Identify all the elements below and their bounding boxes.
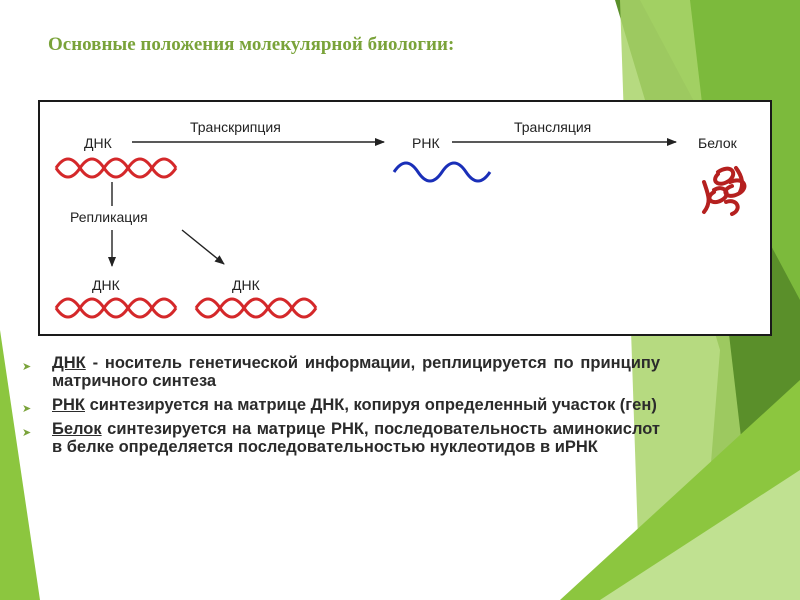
dna-helix-top — [54, 157, 178, 179]
central-dogma-diagram: ДНК Транскрипция РНК Трансляция Белок Ре… — [38, 100, 772, 336]
bullet-arrow-icon: ➤ — [22, 427, 32, 439]
bullet-term: ДНК — [52, 354, 86, 372]
bg-shape-left — [0, 330, 40, 600]
dna-top-label: ДНК — [84, 135, 113, 151]
bullet-arrow-icon: ➤ — [22, 403, 32, 415]
rna-label: РНК — [412, 135, 440, 151]
bullet-term: Белок — [52, 420, 102, 438]
bullet-item-protein: ➤ Белок синтезируется на матрице РНК, по… — [20, 420, 660, 456]
translation-label: Трансляция — [514, 119, 591, 135]
transcription-label: Транскрипция — [190, 119, 281, 135]
bullet-item-dna: ➤ ДНК - носитель генетической информации… — [20, 354, 660, 390]
replication-label: Репликация — [70, 209, 148, 225]
dna-helix-bottom-right — [194, 297, 318, 319]
dna-helix-bottom-left — [54, 297, 178, 319]
bullet-term: РНК — [52, 396, 85, 414]
bullet-text: синтезируется на матрице РНК, последоват… — [52, 420, 660, 456]
page-title: Основные положения молекулярной биологии… — [48, 34, 455, 55]
diagram-canvas: ДНК Транскрипция РНК Трансляция Белок Ре… — [54, 119, 747, 319]
protein-label: Белок — [698, 135, 738, 151]
bullet-text: - носитель генетической информации, репл… — [52, 354, 660, 390]
bullet-arrow-icon: ➤ — [22, 361, 32, 373]
replication-arrow-diagonal — [181, 229, 225, 265]
dna-left-label: ДНК — [92, 277, 121, 293]
bullet-item-rna: ➤ РНК синтезируется на матрице ДНК, копи… — [20, 396, 660, 415]
dna-right-label: ДНК — [232, 277, 261, 293]
protein-coil-icon — [702, 166, 747, 216]
bullet-text: синтезируется на матрице ДНК, копируя оп… — [85, 396, 657, 414]
bg-shape-bottom-pale — [600, 470, 800, 600]
rna-strand — [392, 161, 492, 183]
bullet-list: ➤ ДНК - носитель генетической информации… — [20, 354, 660, 462]
